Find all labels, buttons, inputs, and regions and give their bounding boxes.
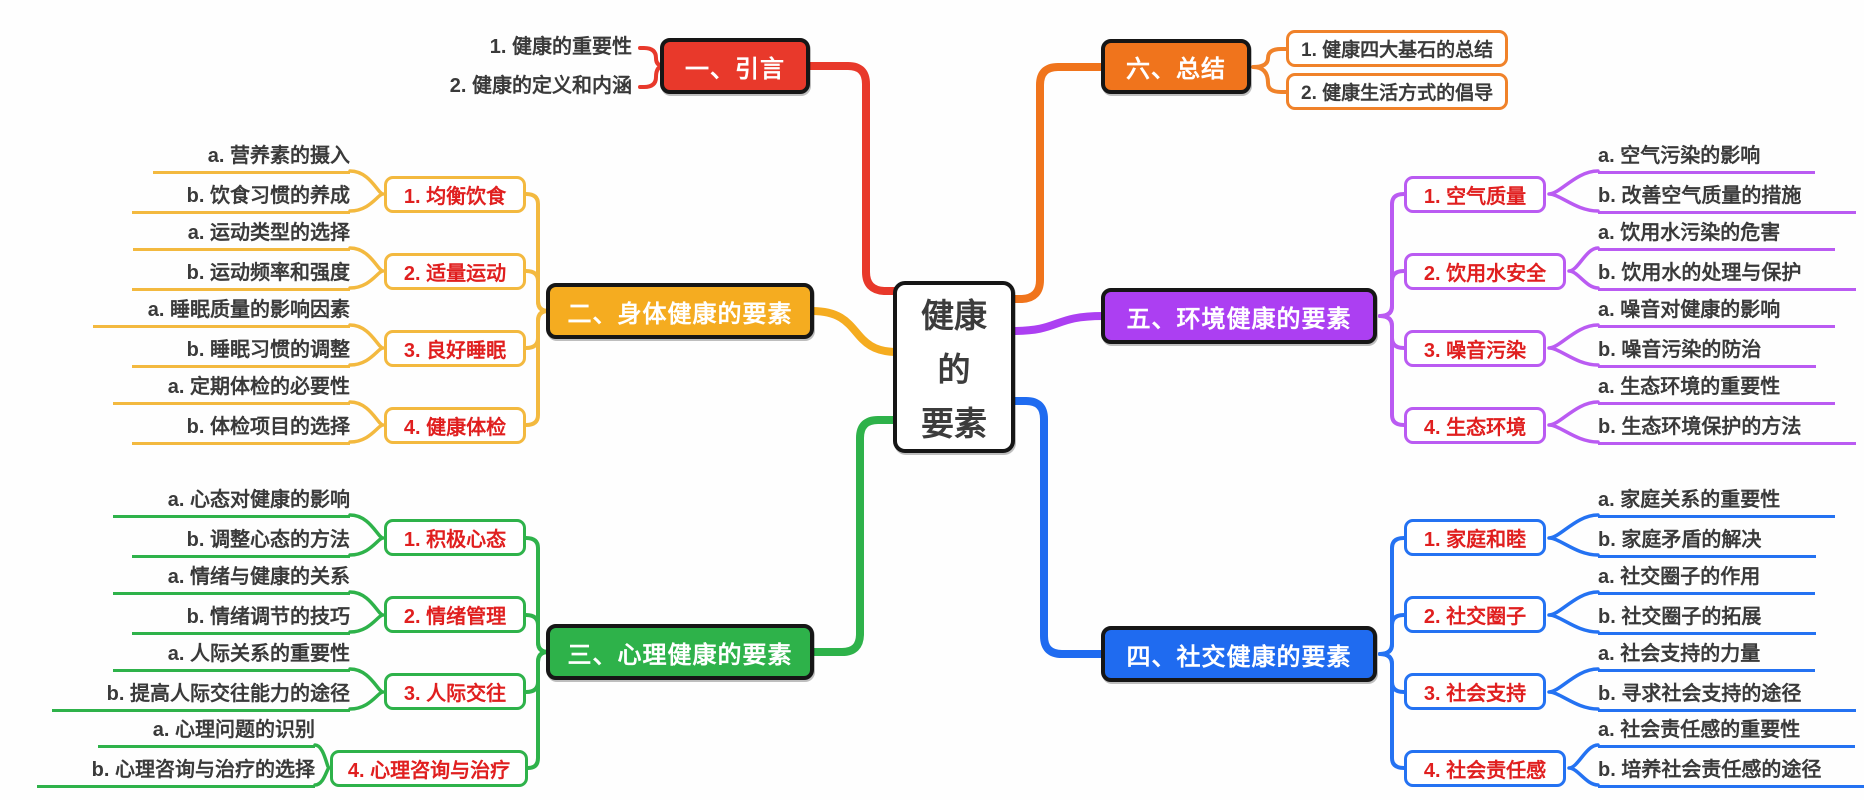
leaf-intro-2[interactable]: 2. 健康的定义和内涵: [449, 75, 632, 97]
central-topic-line: 健康: [921, 297, 987, 334]
leaf-body-3b[interactable]: b. 睡眠习惯的调整: [131, 337, 350, 368]
connector-env-branch: [1008, 312, 1107, 335]
branch-body[interactable]: 二、身体健康的要素: [546, 283, 814, 339]
leaf-env-4b[interactable]: b. 生态环境保护的方法: [1598, 414, 1857, 445]
subnode-body-4[interactable]: 4. 健康体检: [384, 407, 526, 444]
subnode-social-2[interactable]: 2. 社交圈子: [1404, 596, 1546, 633]
subnode-social-3[interactable]: 3. 社会支持: [1404, 673, 1546, 710]
leaf-social-2a[interactable]: a. 社交圈子的作用: [1598, 564, 1816, 595]
subnode-social-4[interactable]: 4. 社会责任感: [1404, 750, 1566, 787]
subnode-env-2[interactable]: 2. 饮用水安全: [1404, 253, 1566, 290]
branch-mind[interactable]: 三、心理健康的要素: [546, 624, 814, 680]
connector-body-branch: [808, 307, 901, 356]
subnode-social-1[interactable]: 1. 家庭和睦: [1404, 519, 1546, 556]
branch-social[interactable]: 四、社交健康的要素: [1101, 626, 1377, 682]
connector-summary-branch: [1008, 63, 1107, 303]
leaf-mind-2b[interactable]: b. 情绪调节的技巧: [131, 604, 350, 635]
subnode-body-3[interactable]: 3. 良好睡眠: [384, 330, 526, 367]
branch-summary[interactable]: 六、总结: [1101, 39, 1251, 94]
subnode-mind-3[interactable]: 3. 人际交往: [384, 673, 526, 710]
leaf-env-2b[interactable]: b. 饮用水的处理与保护: [1598, 260, 1857, 291]
leaf-body-4a[interactable]: a. 定期体检的必要性: [112, 374, 350, 405]
leaf-env-1a[interactable]: a. 空气污染的影响: [1598, 143, 1816, 174]
leaf-intro-1[interactable]: 1. 健康的重要性: [489, 36, 632, 58]
connector-mind-subnodes: [313, 513, 550, 787]
leaf-mind-2a[interactable]: a. 情绪与健康的关系: [112, 564, 350, 595]
connector-body-subnodes: [348, 169, 550, 444]
central-topic[interactable]: 健康 的 要素: [893, 281, 1015, 453]
connector-social-branch: [1008, 397, 1107, 658]
subnode-body-1[interactable]: 1. 均衡饮食: [384, 176, 526, 213]
subnode-body-2[interactable]: 2. 适量运动: [384, 253, 526, 290]
leaf-body-4b[interactable]: b. 体检项目的选择: [131, 414, 350, 445]
leaf-env-1b[interactable]: b. 改善空气质量的措施: [1598, 183, 1857, 214]
leaf-summary-1[interactable]: 1. 健康四大基石的总结: [1286, 30, 1509, 67]
leaf-mind-1b[interactable]: b. 调整心态的方法: [131, 527, 350, 558]
leaf-body-2b[interactable]: b. 运动频率和强度: [131, 260, 350, 291]
leaf-social-2b[interactable]: b. 社交圈子的拓展: [1598, 604, 1817, 635]
leaf-body-1b[interactable]: b. 饮食习惯的养成: [131, 183, 350, 214]
connector-summary-items: [1251, 47, 1288, 94]
leaf-social-4a[interactable]: a. 社会责任感的重要性: [1598, 717, 1856, 748]
connector-mind-branch: [808, 416, 900, 656]
connector-social-subnodes: [1378, 513, 1600, 787]
leaf-mind-4b[interactable]: b. 心理咨询与治疗的选择: [36, 757, 315, 788]
leaf-social-3b[interactable]: b. 寻求社会支持的途径: [1598, 681, 1857, 712]
leaf-mind-1a[interactable]: a. 心态对健康的影响: [112, 487, 350, 518]
subnode-mind-4[interactable]: 4. 心理咨询与治疗: [330, 750, 528, 787]
connector-intro-branch: [806, 62, 900, 295]
leaf-body-3a[interactable]: a. 睡眠质量的影响因素: [92, 297, 350, 328]
leaf-mind-3a[interactable]: a. 人际关系的重要性: [112, 641, 350, 672]
connector-intro-items: [638, 46, 666, 89]
subnode-env-1[interactable]: 1. 空气质量: [1404, 176, 1546, 213]
leaf-mind-4a[interactable]: a. 心理问题的识别: [97, 717, 315, 748]
subnode-mind-2[interactable]: 2. 情绪管理: [384, 596, 526, 633]
leaf-mind-3b[interactable]: b. 提高人际交往能力的途径: [51, 681, 350, 712]
branch-env[interactable]: 五、环境健康的要素: [1101, 288, 1377, 344]
leaf-social-1b[interactable]: b. 家庭矛盾的解决: [1598, 527, 1817, 558]
connector-env-subnodes: [1378, 169, 1600, 444]
subnode-mind-1[interactable]: 1. 积极心态: [384, 519, 526, 556]
leaf-social-4b[interactable]: b. 培养社会责任感的途径: [1598, 757, 1864, 788]
central-topic-line: 要素: [921, 405, 987, 442]
leaf-body-1a[interactable]: a. 营养素的摄入: [152, 143, 350, 174]
leaf-social-1a[interactable]: a. 家庭关系的重要性: [1598, 487, 1836, 518]
leaf-summary-2[interactable]: 2. 健康生活方式的倡导: [1286, 73, 1509, 110]
leaf-env-2a[interactable]: a. 饮用水污染的危害: [1598, 220, 1836, 251]
leaf-env-3a[interactable]: a. 噪音对健康的影响: [1598, 297, 1836, 328]
leaf-social-3a[interactable]: a. 社会支持的力量: [1598, 641, 1816, 672]
subnode-env-3[interactable]: 3. 噪音污染: [1404, 330, 1546, 367]
central-topic-line: 的: [937, 351, 971, 388]
subnode-env-4[interactable]: 4. 生态环境: [1404, 407, 1546, 444]
branch-intro[interactable]: 一、引言: [660, 38, 810, 94]
leaf-env-4a[interactable]: a. 生态环境的重要性: [1598, 374, 1836, 405]
leaf-env-3b[interactable]: b. 噪音污染的防治: [1598, 337, 1817, 368]
leaf-body-2a[interactable]: a. 运动类型的选择: [132, 220, 350, 251]
